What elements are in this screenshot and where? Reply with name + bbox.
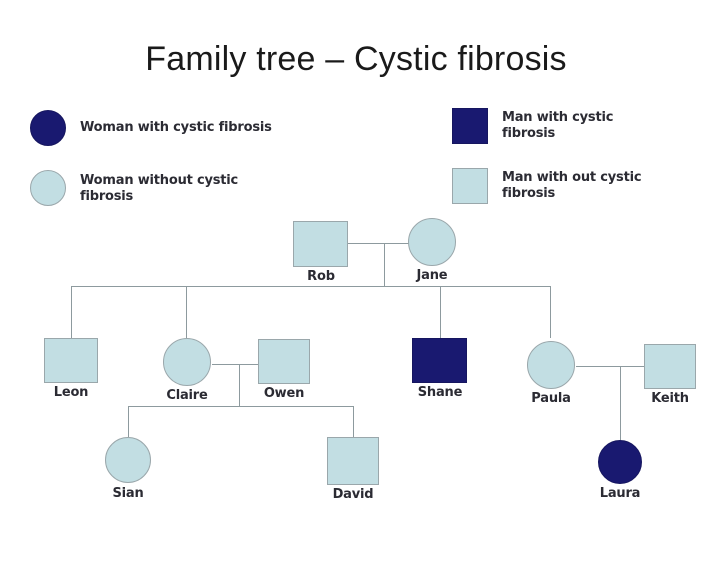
person-node-rob[interactable]: Rob <box>293 221 413 291</box>
symbol-circle-affected <box>598 440 642 484</box>
page-title: Family tree – Cystic fibrosis <box>145 40 567 78</box>
person-node-paula[interactable]: Paula <box>527 341 647 413</box>
person-label: Sian <box>112 486 144 501</box>
person-node-laura[interactable]: Laura <box>598 440 712 512</box>
person-node-shane[interactable]: Shane <box>412 338 532 410</box>
symbol-square-affected <box>412 338 467 383</box>
legend-item-woman-unaffected: Woman without cystic fibrosis <box>30 170 330 206</box>
drop-line-david <box>353 406 354 437</box>
person-node-sian[interactable]: Sian <box>105 437 225 509</box>
drop-line-shane <box>440 286 441 338</box>
legend-item-woman-affected: Woman with cystic fibrosis <box>30 110 330 146</box>
person-node-jane[interactable]: Jane <box>408 218 528 288</box>
union-line-paula-keith <box>576 366 644 367</box>
descent-stem-paula-keith <box>620 366 621 440</box>
descent-stem-claire-owen <box>239 364 240 406</box>
symbol-circle-unaffected <box>527 341 575 389</box>
person-label: Paula <box>531 391 571 406</box>
person-node-claire[interactable]: Claire <box>163 338 283 410</box>
person-node-keith[interactable]: Keith <box>644 344 712 416</box>
legend-swatch-circle-unaffected <box>30 170 66 206</box>
legend-label: Man with cystic fibrosis <box>502 110 614 141</box>
legend-label: Woman without cystic fibrosis <box>80 173 239 204</box>
person-label: Rob <box>307 269 335 284</box>
drop-line-claire <box>186 286 187 338</box>
symbol-square-unaffected <box>44 338 98 383</box>
symbol-circle-unaffected <box>163 338 211 386</box>
legend-item-man-affected: Man with cystic fibrosis <box>452 108 702 144</box>
person-label: Laura <box>599 486 641 501</box>
person-label: Keith <box>651 391 689 406</box>
legend-label: Man with out cystic fibrosis <box>502 170 642 201</box>
person-node-leon[interactable]: Leon <box>44 338 164 410</box>
union-line-rob-jane <box>347 243 409 244</box>
person-label: Shane <box>417 385 463 400</box>
symbol-square-unaffected <box>258 339 310 384</box>
symbol-square-unaffected <box>293 221 348 267</box>
symbol-square-unaffected <box>327 437 379 485</box>
sibship-bar-claire-owen-children <box>128 406 354 407</box>
legend-item-man-unaffected: Man with out cystic fibrosis <box>452 168 702 204</box>
legend-swatch-circle-affected <box>30 110 66 146</box>
legend-swatch-square-affected <box>452 108 488 144</box>
person-node-owen[interactable]: Owen <box>258 339 378 411</box>
descent-stem-rob-jane <box>384 243 385 286</box>
person-node-david[interactable]: David <box>327 437 447 509</box>
legend-swatch-square-unaffected <box>452 168 488 204</box>
sibship-bar-generation-2 <box>71 286 551 287</box>
symbol-square-unaffected <box>644 344 696 389</box>
person-label: Leon <box>53 385 89 400</box>
drop-line-sian <box>128 406 129 437</box>
person-label: Owen <box>263 386 305 401</box>
symbol-circle-unaffected <box>105 437 151 483</box>
symbol-circle-unaffected <box>408 218 456 266</box>
drop-line-paula <box>550 286 551 338</box>
person-label: Claire <box>166 388 208 403</box>
person-label: David <box>332 487 374 502</box>
person-label: Jane <box>416 268 448 283</box>
legend-label: Woman with cystic fibrosis <box>80 120 272 135</box>
union-line-claire-owen <box>212 364 259 365</box>
drop-line-leon <box>71 286 72 338</box>
